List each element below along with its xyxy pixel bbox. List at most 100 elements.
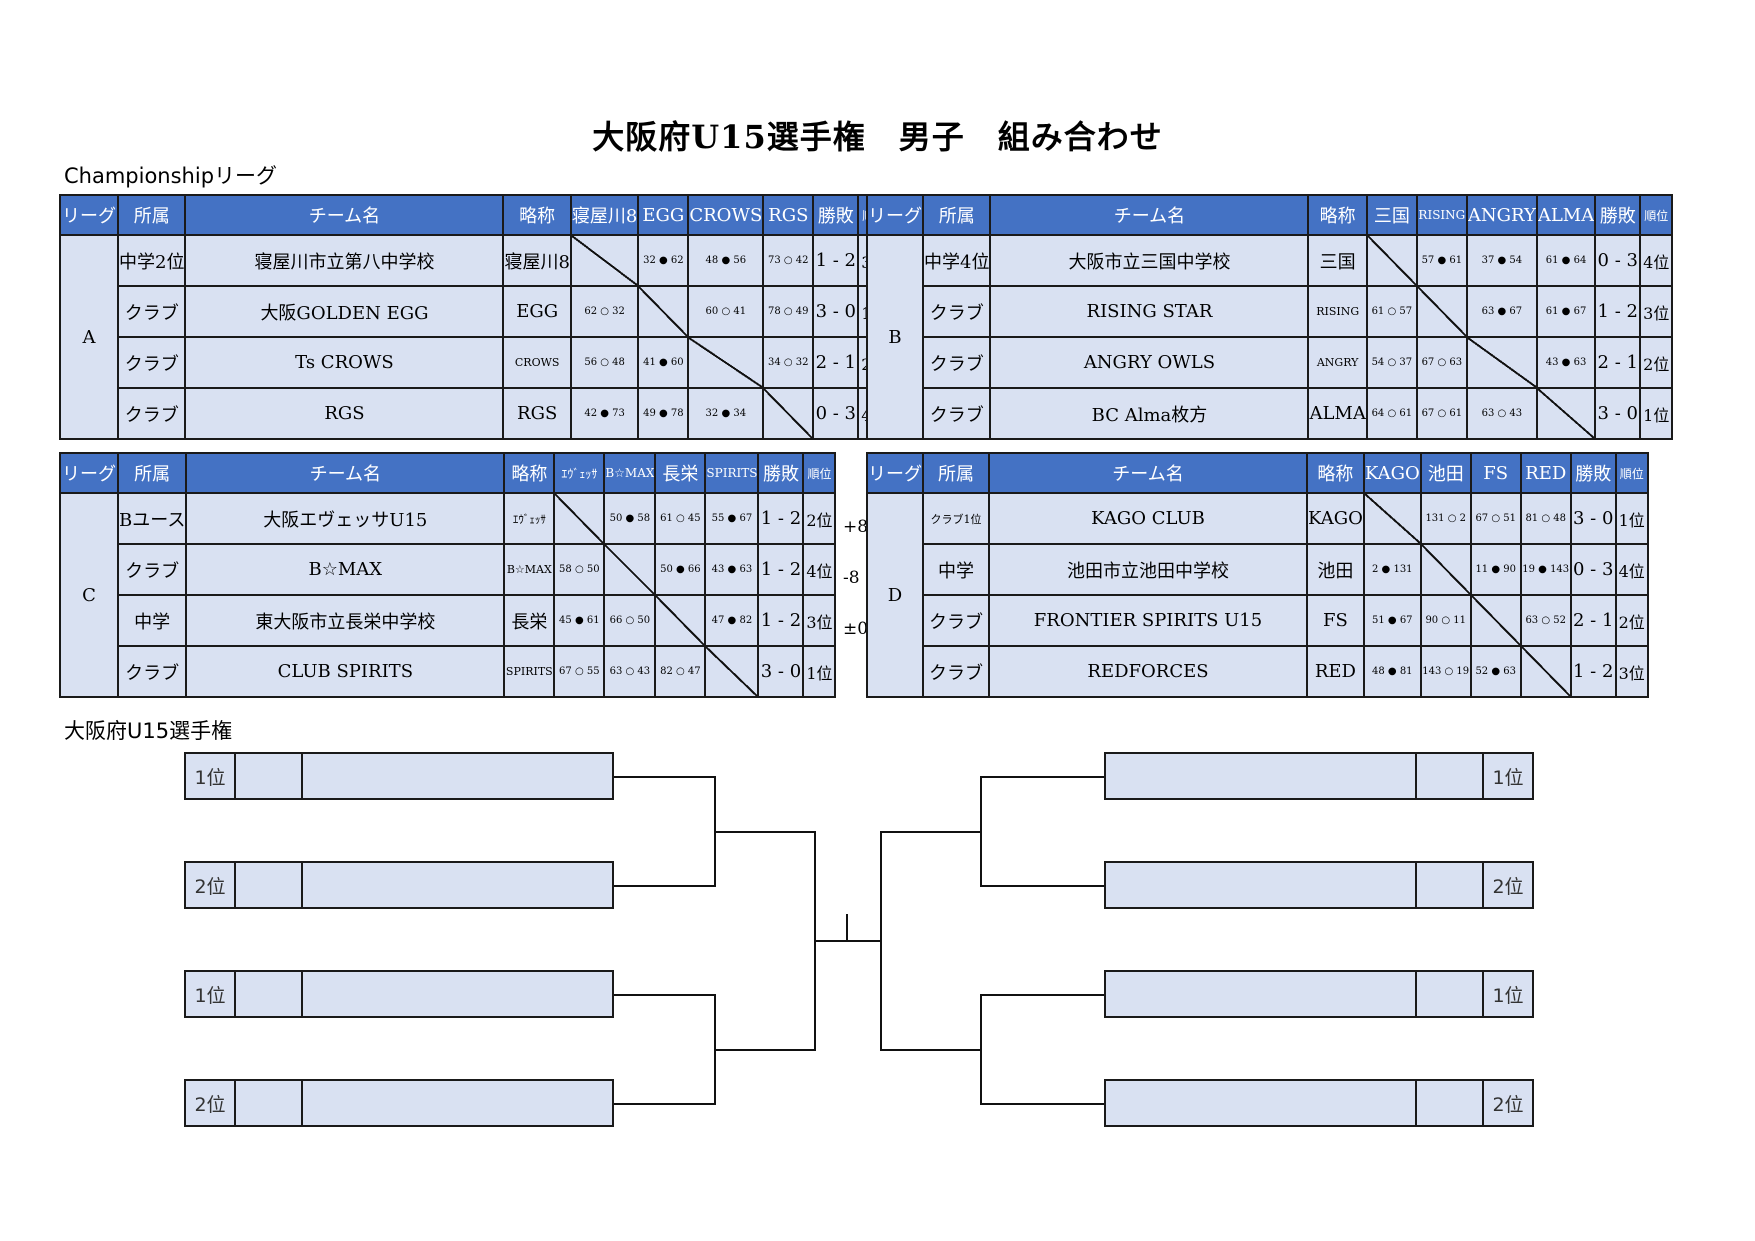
team-name-cell: KAGO CLUB [988, 492, 1308, 545]
goal-difference-note: +8 [843, 517, 869, 537]
abbreviation-cell: RED [1306, 645, 1365, 698]
bracket-slot-right[interactable]: 2位 [1104, 1079, 1534, 1127]
abbreviation-cell: RGS [502, 387, 572, 440]
self-match-diagonal [704, 645, 760, 698]
win-loss-cell: 2 - 1 [812, 336, 860, 389]
affiliation-cell: Bユース [116, 492, 188, 545]
header-opponent: ANGRY [1465, 194, 1538, 236]
bracket-slot-right[interactable]: 2位 [1104, 861, 1534, 909]
self-match-diagonal [1469, 594, 1522, 647]
bracket-slot-right[interactable]: 1位 [1104, 970, 1534, 1018]
score-cell: 61 ● 67 [1535, 285, 1597, 338]
bracket-line [980, 1103, 1104, 1105]
bracket-slot-left[interactable]: 2位 [184, 861, 614, 909]
bracket-line [980, 994, 1104, 996]
bracket-line [980, 776, 1104, 778]
score-cell: 67 ○ 63 [1415, 336, 1468, 389]
header-rank: 順位 [1639, 194, 1674, 236]
goal-difference-note: ±0 [843, 619, 869, 639]
league-name-cell [1415, 863, 1482, 907]
win-loss-cell: 2 - 1 [1569, 594, 1617, 647]
score-cell: 56 ○ 48 [569, 336, 640, 389]
team-name-cell: 大阪エヴェッサU15 [185, 492, 506, 545]
abbreviation-cell: ALMA [1307, 387, 1368, 440]
score-cell: 67 ○ 55 [553, 645, 606, 698]
self-match-diagonal [637, 285, 690, 338]
header-opponent: RGS [762, 194, 815, 236]
league-name: A [59, 234, 119, 440]
win-loss-cell: 3 - 0 [1594, 387, 1642, 440]
header-opponent: SPIRITS [704, 452, 760, 494]
seed-label: 1位 [186, 754, 236, 798]
header-team-name: チーム名 [989, 194, 1310, 236]
score-cell: 67 ○ 61 [1415, 387, 1468, 440]
score-cell: 82 ○ 47 [654, 645, 707, 698]
score-cell: 50 ● 66 [654, 543, 707, 596]
win-loss-cell: 3 - 0 [757, 645, 805, 698]
team-name-cell: 寝屋川市立第八中学校 [184, 234, 505, 287]
rank-cell: 3位 [1614, 645, 1649, 698]
rank-cell: 4位 [802, 543, 837, 596]
header-opponent: EGG [637, 194, 690, 236]
score-cell: 81 ○ 48 [1519, 492, 1572, 545]
score-cell: 67 ○ 51 [1469, 492, 1522, 545]
bracket-line [614, 776, 716, 778]
team-name-cell: 大阪GOLDEN EGG [184, 285, 505, 338]
goal-difference-note: -8 [843, 568, 860, 588]
self-match-diagonal [603, 543, 657, 596]
section-label-league: Championshipリーグ [64, 164, 278, 188]
score-cell: 48 ● 56 [687, 234, 765, 287]
rank-cell: 1位 [1639, 387, 1674, 440]
league-table-a: リーグ所属チーム名略称寝屋川8EGGCROWSRGS勝敗順位A中学2位寝屋川市立… [59, 194, 892, 440]
team-name-cell: 池田市立池田中学校 [988, 543, 1308, 596]
seed-label: 2位 [1482, 1081, 1532, 1125]
score-cell: 64 ○ 61 [1365, 387, 1418, 440]
bracket-slot-left[interactable]: 1位 [184, 752, 614, 800]
bracket-slot-left[interactable]: 1位 [184, 970, 614, 1018]
header-affiliation: 所属 [116, 452, 188, 494]
team-name-cell: ANGRY OWLS [989, 336, 1310, 389]
win-loss-cell: 3 - 0 [1569, 492, 1617, 545]
abbreviation-cell: RISING [1307, 285, 1368, 338]
rank-cell: 2位 [802, 492, 837, 545]
score-cell: 73 ○ 42 [762, 234, 815, 287]
bracket-line [714, 1049, 816, 1051]
abbreviation-cell: 三国 [1307, 234, 1368, 287]
score-cell: 63 ○ 43 [1465, 387, 1538, 440]
header-win-loss: 勝敗 [1594, 194, 1642, 236]
bracket-slot-left[interactable]: 2位 [184, 1079, 614, 1127]
score-cell: 66 ○ 50 [603, 594, 657, 647]
self-match-diagonal [569, 234, 640, 287]
self-match-diagonal [762, 387, 815, 440]
win-loss-cell: 0 - 3 [1594, 234, 1642, 287]
header-opponent: RED [1519, 452, 1572, 494]
score-cell: 55 ● 67 [704, 492, 760, 545]
score-cell: 63 ● 67 [1465, 285, 1538, 338]
team-name-cell: RGS [184, 387, 505, 440]
header-opponent: 長栄 [654, 452, 707, 494]
abbreviation-cell: FS [1306, 594, 1365, 647]
self-match-diagonal [1419, 543, 1472, 596]
header-league: リーグ [866, 194, 924, 236]
header-opponent: 三国 [1365, 194, 1418, 236]
score-cell: 63 ○ 52 [1519, 594, 1572, 647]
header-rank: 順位 [1614, 452, 1649, 494]
bracket-slot-right[interactable]: 1位 [1104, 752, 1534, 800]
league-name-cell [236, 754, 303, 798]
header-abbreviation: 略称 [503, 452, 556, 494]
league-name-cell [236, 863, 303, 907]
score-cell: 143 ○ 19 [1419, 645, 1472, 698]
rank-cell: 3位 [802, 594, 837, 647]
team-name-cell: FRONTIER SPIRITS U15 [988, 594, 1308, 647]
league-name: B [866, 234, 924, 440]
header-league: リーグ [59, 194, 119, 236]
team-name-cell: REDFORCES [988, 645, 1308, 698]
